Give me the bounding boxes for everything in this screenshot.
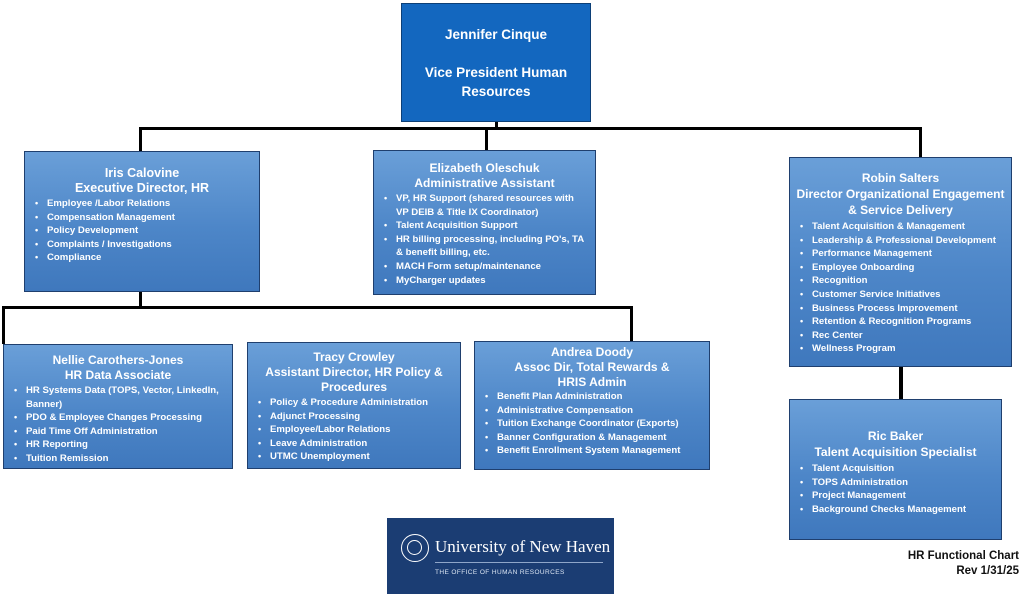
duty-item: Compliance xyxy=(35,251,259,265)
chart-title: HR Functional Chart xyxy=(907,550,1019,562)
connector-top-horizontal xyxy=(139,127,922,130)
duty-item: Background Checks Management xyxy=(800,503,1001,517)
duty-item: Leave Administration xyxy=(258,437,460,451)
duty-item: TOPS Administration xyxy=(800,476,1001,490)
admin-assistant-title: Administrative Assistant xyxy=(414,176,555,190)
connector-vp-down xyxy=(495,121,498,130)
policy-director-name: Tracy Crowley xyxy=(313,350,395,364)
duty-item: Complaints / Investigations xyxy=(35,238,259,252)
duty-item: Policy Development xyxy=(35,224,259,238)
exec-dir-title: Executive Director, HR xyxy=(74,181,210,195)
duty-item: Rec Center xyxy=(800,329,1011,343)
duty-item: Talent Acquisition xyxy=(800,462,1001,476)
duty-item: Compensation Management xyxy=(35,211,259,225)
duty-item: Wellness Program xyxy=(800,342,1011,356)
ta-specialist-name: Ric Baker xyxy=(867,429,924,443)
university-seal-icon xyxy=(401,534,429,562)
duty-item: PDO & Employee Changes Processing xyxy=(14,411,228,425)
ta-specialist-box: Ric Baker Talent Acquisition Specialist … xyxy=(789,399,1002,540)
connector-to-data-associate xyxy=(2,306,5,344)
rewards-director-duties: Benefit Plan Administration Administrati… xyxy=(475,390,709,458)
duty-item: Benefit Enrollment System Management xyxy=(485,444,709,458)
duty-item: Performance Management xyxy=(800,247,1011,261)
director-engagement-name: Robin Salters xyxy=(861,171,940,185)
chart-footer: HR Functional Chart Rev 1/31/25 xyxy=(908,549,1019,579)
logo-office-name: THE OFFICE OF HUMAN RESOURCES xyxy=(435,569,565,576)
logo-university-name: University of New Haven xyxy=(435,537,611,556)
connector-exec-dir-down xyxy=(139,291,142,308)
data-associate-title: HR Data Associate xyxy=(64,368,172,382)
duty-item: VP, HR Support (shared resources with VP… xyxy=(384,192,589,219)
connector-to-admin-assistant xyxy=(485,127,488,151)
duty-item: MyCharger updates xyxy=(384,274,589,288)
duty-item: HR billing processing, including PO's, T… xyxy=(384,233,589,260)
policy-director-box: Tracy Crowley Assistant Director, HR Pol… xyxy=(247,342,461,469)
admin-assistant-name: Elizabeth Oleschuk xyxy=(429,161,540,175)
duty-item: Tuition Exchange Coordinator (Exports) xyxy=(485,417,709,431)
duty-item: Benefit Plan Administration xyxy=(485,390,709,404)
exec-dir-box: Iris Calovine Executive Director, HR Emp… xyxy=(24,151,260,292)
duty-item: Administrative Compensation xyxy=(485,404,709,418)
duty-item: Employee/Labor Relations xyxy=(258,423,460,437)
rewards-director-name: Andrea Doody xyxy=(550,345,633,359)
data-associate-box: Nellie Carothers-Jones HR Data Associate… xyxy=(3,344,233,469)
duty-item: UTMC Unemployment xyxy=(258,450,460,464)
duty-item: Employee /Labor Relations xyxy=(35,197,259,211)
duty-item: Customer Service Initiatives xyxy=(800,288,1011,302)
duty-item: Leadership & Professional Development xyxy=(800,234,1011,248)
admin-assistant-box: Elizabeth Oleschuk Administrative Assist… xyxy=(373,150,596,295)
duty-item: Employee Onboarding xyxy=(800,261,1011,275)
data-associate-name: Nellie Carothers-Jones xyxy=(52,353,184,367)
ta-specialist-duties: Talent Acquisition TOPS Administration P… xyxy=(790,462,1001,516)
duty-item: Retention & Recognition Programs xyxy=(800,315,1011,329)
duty-item: Business Process Improvement xyxy=(800,302,1011,316)
director-engagement-box: Robin Salters Director Organizational En… xyxy=(789,157,1012,367)
university-logo: University of New Haven THE OFFICE OF HU… xyxy=(387,518,614,594)
exec-dir-duties: Employee /Labor Relations Compensation M… xyxy=(25,197,259,265)
data-associate-duties: HR Systems Data (TOPS, Vector, LinkedIn,… xyxy=(4,384,232,466)
chart-revision: Rev 1/31/25 xyxy=(956,565,1019,577)
logo-divider xyxy=(435,562,603,563)
rewards-director-title: Assoc Dir, Total Rewards & HRIS Admin xyxy=(514,360,670,389)
duty-item: Project Management xyxy=(800,489,1001,503)
director-engagement-title: Director Organizational Engagement & Ser… xyxy=(796,187,1005,217)
admin-assistant-duties: VP, HR Support (shared resources with VP… xyxy=(374,192,595,287)
duty-item: Adjunct Processing xyxy=(258,410,460,424)
ta-specialist-title: Talent Acquisition Specialist xyxy=(814,445,977,459)
duty-item: HR Reporting xyxy=(14,438,228,452)
policy-director-duties: Policy & Procedure Administration Adjunc… xyxy=(248,396,460,464)
connector-to-exec-dir xyxy=(139,127,142,152)
connector-to-director-engagement xyxy=(919,127,922,158)
duty-item: Banner Configuration & Management xyxy=(485,431,709,445)
director-engagement-duties: Talent Acquisition & Management Leadersh… xyxy=(790,220,1011,356)
duty-item: HR Systems Data (TOPS, Vector, LinkedIn,… xyxy=(14,384,228,411)
duty-item: Tuition Remission xyxy=(14,452,228,466)
policy-director-title: Assistant Director, HR Policy & Procedur… xyxy=(265,365,443,394)
connector-second-horizontal xyxy=(2,306,633,309)
connector-to-ta-specialist xyxy=(899,366,903,400)
duty-item: Paid Time Off Administration xyxy=(14,425,228,439)
vp-name: Jennifer Cinque xyxy=(444,27,547,42)
duty-item: Talent Acquisition Support xyxy=(384,219,589,233)
duty-item: MACH Form setup/maintenance xyxy=(384,260,589,274)
exec-dir-name: Iris Calovine xyxy=(104,166,180,180)
connector-to-rewards-director xyxy=(630,306,633,342)
vp-box: Jennifer Cinque Vice President Human Res… xyxy=(401,3,591,122)
rewards-director-box: Andrea Doody Assoc Dir, Total Rewards & … xyxy=(474,341,710,470)
vp-title: Vice President Human Resources xyxy=(424,65,568,99)
duty-item: Talent Acquisition & Management xyxy=(800,220,1011,234)
duty-item: Recognition xyxy=(800,274,1011,288)
duty-item: Policy & Procedure Administration xyxy=(258,396,460,410)
